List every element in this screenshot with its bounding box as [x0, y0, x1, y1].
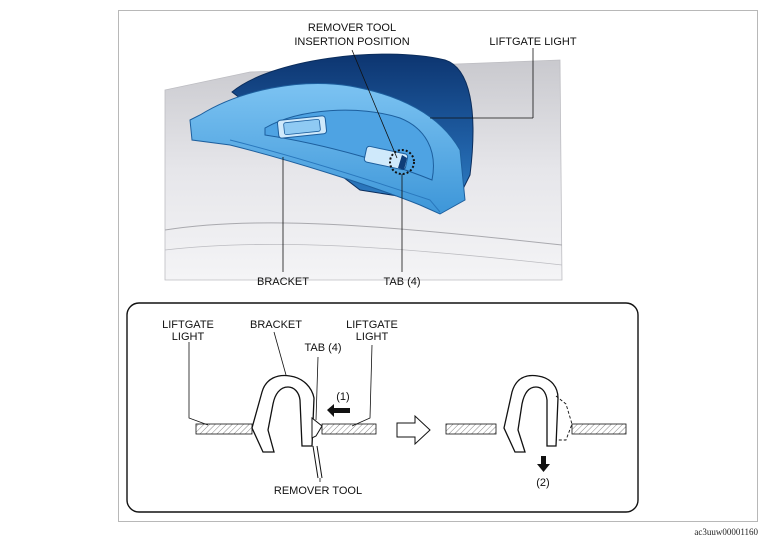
bracket-clip-section	[251, 374, 315, 453]
pull-arrow-down	[537, 456, 550, 472]
label-liftgate-left-1: LIFTGATE	[162, 319, 214, 331]
liftgate-light-section-left-2	[445, 423, 497, 435]
bracket-clip-section-2	[503, 374, 559, 453]
label-liftgate-light: LIFTGATE LIGHT	[489, 36, 576, 48]
detail-after	[445, 374, 627, 472]
label-bracket: BRACKET	[257, 276, 309, 288]
detail-callout-box	[126, 302, 639, 513]
tab-highlight-circle	[389, 149, 415, 175]
liftgate-light-section-right-2	[571, 423, 627, 435]
label-tab: TAB (4)	[383, 276, 420, 288]
label-bracket-detail: BRACKET	[250, 319, 302, 331]
label-remover-line2: INSERTION POSITION	[294, 36, 409, 48]
liftgate-light-section-right	[321, 423, 377, 435]
transition-arrow	[396, 414, 431, 446]
label-tab-detail: TAB (4)	[304, 342, 341, 354]
label-step-2: (2)	[536, 477, 549, 489]
liftgate-light-section-left	[195, 423, 253, 435]
label-liftgate-right-1: LIFTGATE	[346, 319, 398, 331]
label-liftgate-left-2: LIGHT	[172, 331, 205, 343]
label-liftgate-right-2: LIGHT	[356, 331, 389, 343]
top-illustration	[164, 48, 563, 281]
detail-before	[188, 331, 377, 482]
label-step-1: (1)	[336, 391, 349, 403]
document-id: ac3uuw00001160	[694, 527, 758, 537]
bracket-part	[189, 83, 466, 215]
label-remover-line1: REMOVER TOOL	[308, 22, 396, 34]
label-remover-tool: REMOVER TOOL	[274, 485, 362, 497]
